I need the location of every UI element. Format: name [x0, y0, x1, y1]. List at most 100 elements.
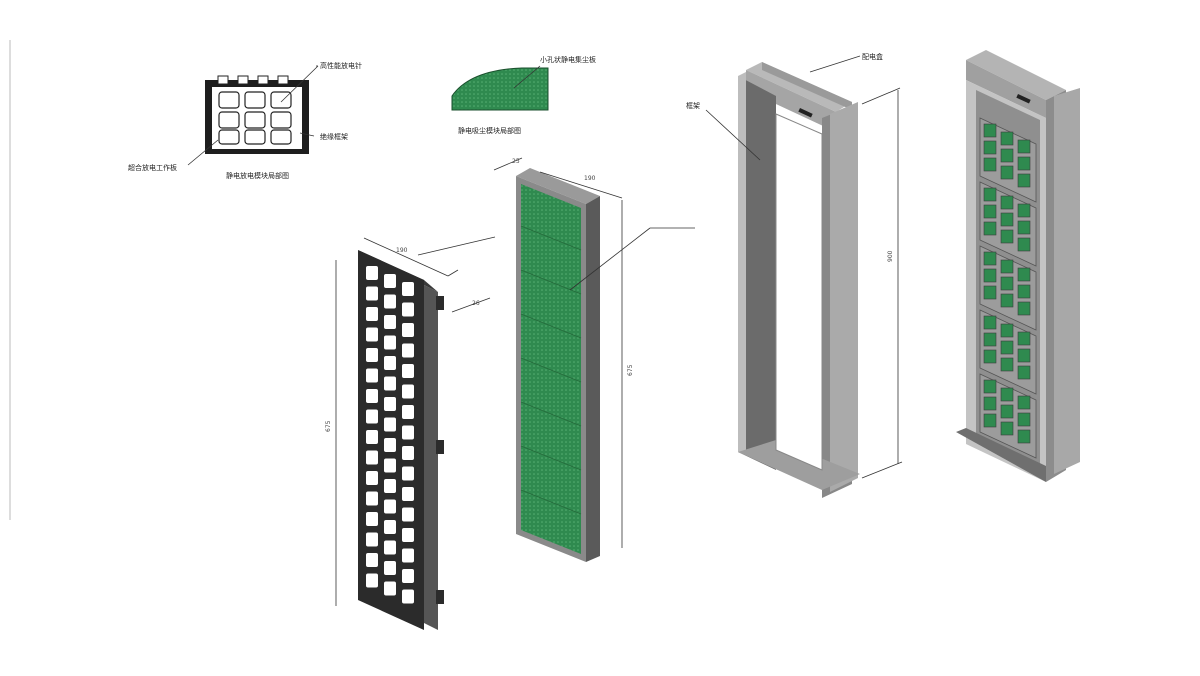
module-cell [1017, 203, 1031, 218]
grid-cell [402, 425, 414, 440]
dust-collector-panel: 25 190 675 [493, 157, 695, 562]
grid-cell [366, 532, 378, 547]
module-cell [1017, 139, 1031, 154]
grid-cell [366, 266, 378, 280]
grid-cell [366, 307, 378, 321]
module-cell [1000, 340, 1014, 355]
grid-cell [402, 569, 414, 583]
assembled-modules [979, 117, 1037, 459]
module-cell [1000, 404, 1014, 419]
module-cell [1000, 259, 1014, 274]
grid-cell [366, 327, 378, 342]
grid-cell [384, 520, 396, 534]
module-cell [983, 221, 997, 236]
grid-cell [384, 335, 396, 350]
housing-frame: 配电盒 框架 900 [686, 52, 903, 498]
module-cell [1017, 173, 1031, 188]
panel-width-dim: 190 [584, 175, 596, 182]
grid-cell [402, 343, 414, 358]
module-cell [1017, 284, 1031, 299]
grid-cell [402, 528, 414, 542]
grid-cell [384, 458, 396, 473]
grid-cell [384, 315, 396, 329]
module-cell [983, 413, 997, 428]
module-cell [1017, 429, 1031, 444]
grid-cell [384, 438, 396, 452]
grid-depth-dim: 26 [472, 300, 480, 307]
module-cell [1017, 301, 1031, 316]
grid-cell [366, 553, 378, 567]
module-cell [1017, 331, 1031, 346]
grid-cell [384, 274, 396, 288]
grid-cell [366, 450, 378, 465]
discharge-plate-label: 超合放电工作板 [128, 163, 177, 172]
module-cell [1000, 148, 1014, 163]
module-cell [983, 285, 997, 300]
module-cell [1000, 293, 1014, 308]
grid-cell [402, 282, 414, 296]
grid-cell [366, 389, 378, 403]
grid-cell [384, 479, 396, 493]
discharge-module-caption: 静电放电模块局部图 [226, 171, 289, 180]
module-cell [983, 204, 997, 219]
grid-cell [402, 507, 414, 522]
module-cell [983, 315, 997, 330]
module-cell [1000, 165, 1014, 180]
module-cell [1000, 276, 1014, 291]
module-cell [1000, 357, 1014, 372]
module-cell [1017, 156, 1031, 171]
module-cell [1000, 131, 1014, 146]
grid-cell [384, 561, 396, 575]
module-cell [1017, 365, 1031, 380]
grid-cell [384, 581, 396, 596]
grid-cell [402, 589, 414, 604]
module-cell [983, 157, 997, 172]
module-cell [1000, 229, 1014, 244]
insulation-frame-label: 绝缘框架 [320, 132, 348, 141]
grid-cell [402, 487, 414, 501]
grid-cell [384, 499, 396, 514]
grid-panel-cells [366, 266, 414, 604]
grid-cell [366, 491, 378, 506]
module-cell [1000, 195, 1014, 210]
module-cell [983, 140, 997, 155]
grid-cell [402, 405, 414, 419]
module-cell [1017, 348, 1031, 363]
grid-cell [402, 466, 414, 481]
module-cell [1017, 237, 1031, 252]
grid-cell [402, 323, 414, 337]
module-cell [983, 349, 997, 364]
grid-cell [366, 409, 378, 424]
discharge-needle-label: 高性能放电针 [320, 61, 362, 70]
module-cell [983, 251, 997, 266]
grid-cell [384, 356, 396, 370]
assembled-unit [956, 50, 1080, 482]
grid-cell [366, 512, 378, 526]
grid-cell [384, 540, 396, 555]
grid-cell [366, 471, 378, 485]
grid-cell [366, 430, 378, 444]
module-cell [983, 332, 997, 347]
frame-label: 框架 [686, 101, 700, 110]
panel-height-dim: 675 [627, 364, 634, 376]
grid-cell [402, 446, 414, 460]
grid-cell [384, 376, 396, 391]
module-cell [983, 187, 997, 202]
module-cell [983, 268, 997, 283]
grid-cell [402, 364, 414, 378]
module-cell [1017, 395, 1031, 410]
grid-cell [366, 348, 378, 362]
grid-width-dim: 190 [396, 247, 408, 254]
collector-plate-label: 小孔状静电集尘板 [540, 55, 596, 64]
module-cell [1000, 323, 1014, 338]
grid-cell [384, 294, 396, 309]
grid-cell [366, 368, 378, 383]
grid-cell [402, 384, 414, 399]
module-cell [983, 379, 997, 394]
discharge-module-detail: 高性能放电针 绝缘框架 超合放电工作板 静电放电模块局部图 [128, 61, 362, 180]
module-cell [1000, 387, 1014, 402]
distribution-box-label: 配电盒 [862, 52, 883, 61]
grid-cell [384, 397, 396, 411]
grid-height-dim: 675 [325, 420, 332, 432]
housing-height-dim: 900 [887, 250, 894, 262]
